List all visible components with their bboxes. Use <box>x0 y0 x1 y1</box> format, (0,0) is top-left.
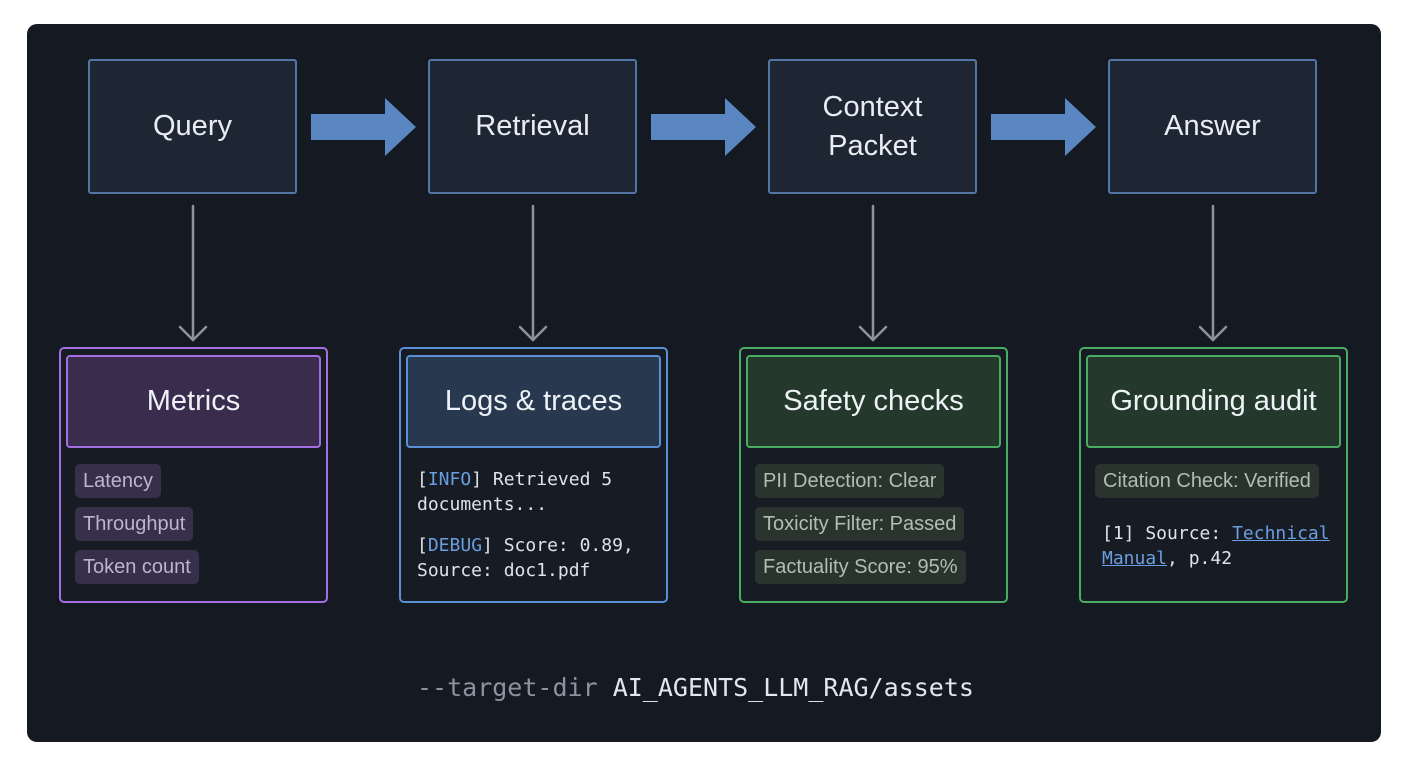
target-dir-path: AI_AGENTS_LLM_RAG/assets <box>612 673 974 702</box>
flow-arrow-retrieval-context <box>651 98 756 156</box>
citation-prefix: [1] Source: <box>1102 523 1222 544</box>
stage-context-packet: Context Packet <box>768 59 977 194</box>
flow-arrow-query-retrieval <box>311 98 416 156</box>
metric-tag-latency: Latency <box>75 464 162 498</box>
metric-tag-throughput: Throughput <box>75 507 194 541</box>
connector-query-metrics <box>178 204 208 342</box>
stage-answer: Answer <box>1108 59 1317 194</box>
log-debug-text-2: Source: doc1.pdf <box>417 560 591 581</box>
safety-tag-toxicity: Toxicity Filter: Passed <box>755 507 965 541</box>
safety-tag-pii: PII Detection: Clear <box>755 464 945 498</box>
log-info-text-1: Retrieved 5 <box>492 469 613 490</box>
citation-entry: [1] Source: Technical Manual, p.42 <box>1102 521 1330 571</box>
citation-check-tag: Citation Check: Verified <box>1095 464 1319 498</box>
stage-retrieval: Retrieval <box>428 59 637 194</box>
stage-query: Query <box>88 59 297 194</box>
citation-link-part-2[interactable]: Manual <box>1102 548 1168 569</box>
stage-answer-label: Answer <box>1164 110 1261 142</box>
safety-title: Safety checks <box>746 355 1001 448</box>
metric-tag-token-count: Token count <box>75 550 199 584</box>
safety-tag-factuality: Factuality Score: 95% <box>755 550 966 584</box>
metrics-title: Metrics <box>66 355 321 448</box>
logs-panel: Logs & traces [INFO] Retrieved 5 documen… <box>399 347 668 603</box>
target-dir-command: --target-dir AI_AGENTS_LLM_RAG/assets <box>417 673 974 702</box>
log-entry-debug: [DEBUG] Score: 0.89, Source: doc1.pdf <box>417 535 634 581</box>
connector-context-safety <box>858 204 888 342</box>
target-dir-flag: --target-dir <box>417 673 598 702</box>
stage-query-label: Query <box>153 110 232 142</box>
logs-title: Logs & traces <box>406 355 661 448</box>
citation-suffix: , p.42 <box>1167 548 1233 569</box>
grounding-panel: Grounding audit Citation Check: Verified… <box>1079 347 1348 603</box>
safety-panel: Safety checks PII Detection: Clear Toxic… <box>739 347 1008 603</box>
log-info-text-2: documents... <box>417 494 548 515</box>
log-level-info: INFO <box>427 469 472 490</box>
log-level-debug: DEBUG <box>427 535 483 556</box>
connector-answer-grounding <box>1198 204 1228 342</box>
metrics-panel: Metrics Latency Throughput Token count <box>59 347 328 603</box>
stage-context-packet-label: Context Packet <box>822 90 923 162</box>
grounding-title: Grounding audit <box>1086 355 1341 448</box>
flow-arrow-context-answer <box>991 98 1096 156</box>
stage-retrieval-label: Retrieval <box>475 110 590 142</box>
log-entry-info: [INFO] Retrieved 5 documents... <box>417 469 613 515</box>
citation-link-part-1[interactable]: Technical <box>1232 523 1330 544</box>
log-debug-text-1: Score: 0.89, <box>503 535 634 556</box>
connector-retrieval-logs <box>518 204 548 342</box>
